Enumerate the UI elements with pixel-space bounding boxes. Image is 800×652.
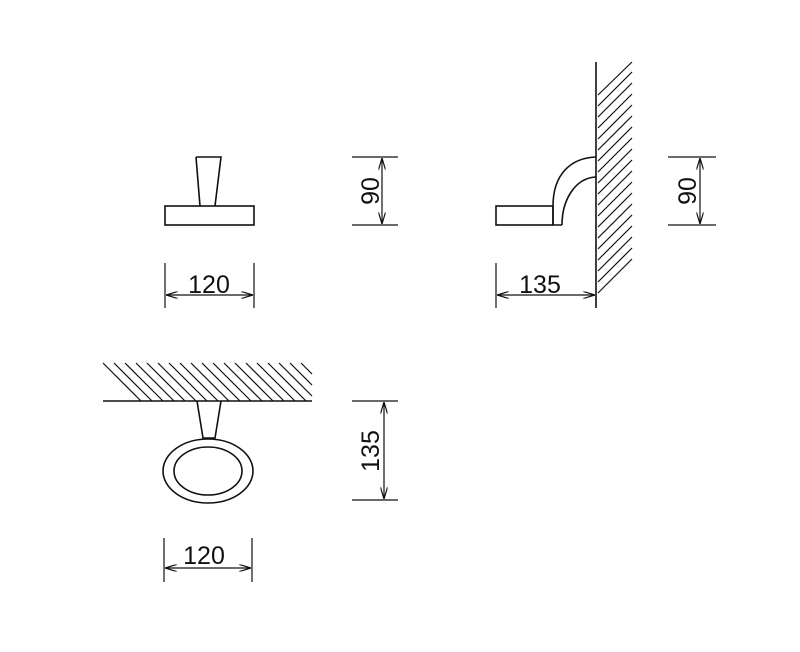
dimension-height: 90: [668, 156, 716, 226]
hatch-line: [212, 362, 252, 402]
dimension-depth: 135: [352, 400, 398, 501]
hatch-line: [201, 362, 241, 402]
hook-stem: [196, 400, 222, 439]
hatch-line: [597, 203, 633, 239]
hatch-line: [597, 159, 633, 195]
bottom-view: 135 120: [102, 362, 398, 582]
dimension-depth: 135: [495, 263, 595, 308]
side-view: 135 90: [495, 61, 716, 308]
hatch-line: [597, 71, 633, 107]
hatch-line: [597, 258, 633, 294]
hatch-line: [168, 362, 208, 402]
dimension-label: 90: [357, 177, 385, 205]
hatch-line: [597, 214, 633, 250]
hatch-line: [597, 247, 633, 283]
hatch-line: [157, 362, 197, 402]
ring-inner: [173, 446, 243, 496]
dimension-width: 120: [164, 263, 255, 308]
hatch-line: [190, 362, 230, 402]
hatch-line: [597, 104, 633, 140]
dimension-label: 135: [519, 271, 561, 299]
dimension-label: 120: [183, 542, 225, 570]
hook-arm: [552, 156, 597, 226]
hatch-line: [124, 362, 164, 402]
hook-base: [164, 205, 255, 226]
hatch-line: [597, 126, 633, 162]
hatch-line: [256, 362, 296, 402]
hatch-line: [597, 137, 633, 173]
dimension-label: 135: [357, 430, 385, 472]
dimension-label: 90: [674, 177, 702, 205]
hatch-line: [102, 362, 142, 402]
hatch-line: [597, 61, 633, 96]
ring-outer: [162, 438, 254, 504]
wall-hatch: [597, 61, 633, 294]
hatch-line: [597, 82, 633, 118]
hatch-line: [179, 362, 219, 402]
hatch-line: [146, 362, 186, 402]
hatch-line: [300, 362, 313, 375]
hatch-line: [597, 115, 633, 151]
hatch-line: [113, 362, 153, 402]
hatch-line: [245, 362, 285, 402]
hatch-line: [597, 236, 633, 272]
dimension-label: 120: [188, 271, 230, 299]
hatch-line: [267, 362, 307, 402]
hatch-line: [597, 181, 633, 217]
hatch-line: [135, 362, 175, 402]
hatch-line: [278, 362, 313, 397]
hatch-line: [234, 362, 274, 402]
hatch-line: [597, 225, 633, 261]
hatch-line: [289, 362, 313, 386]
hatch-line: [597, 148, 633, 184]
hatch-line: [597, 93, 633, 129]
dimension-width: 120: [163, 538, 253, 582]
ceiling-hatch: [102, 362, 313, 402]
hook-stem: [195, 156, 222, 207]
hatch-line: [597, 192, 633, 228]
hatch-line: [223, 362, 263, 402]
front-view: 120 90: [164, 156, 398, 308]
dimension-height: 90: [352, 156, 398, 226]
hook-base: [495, 205, 554, 226]
hatch-line: [597, 170, 633, 206]
